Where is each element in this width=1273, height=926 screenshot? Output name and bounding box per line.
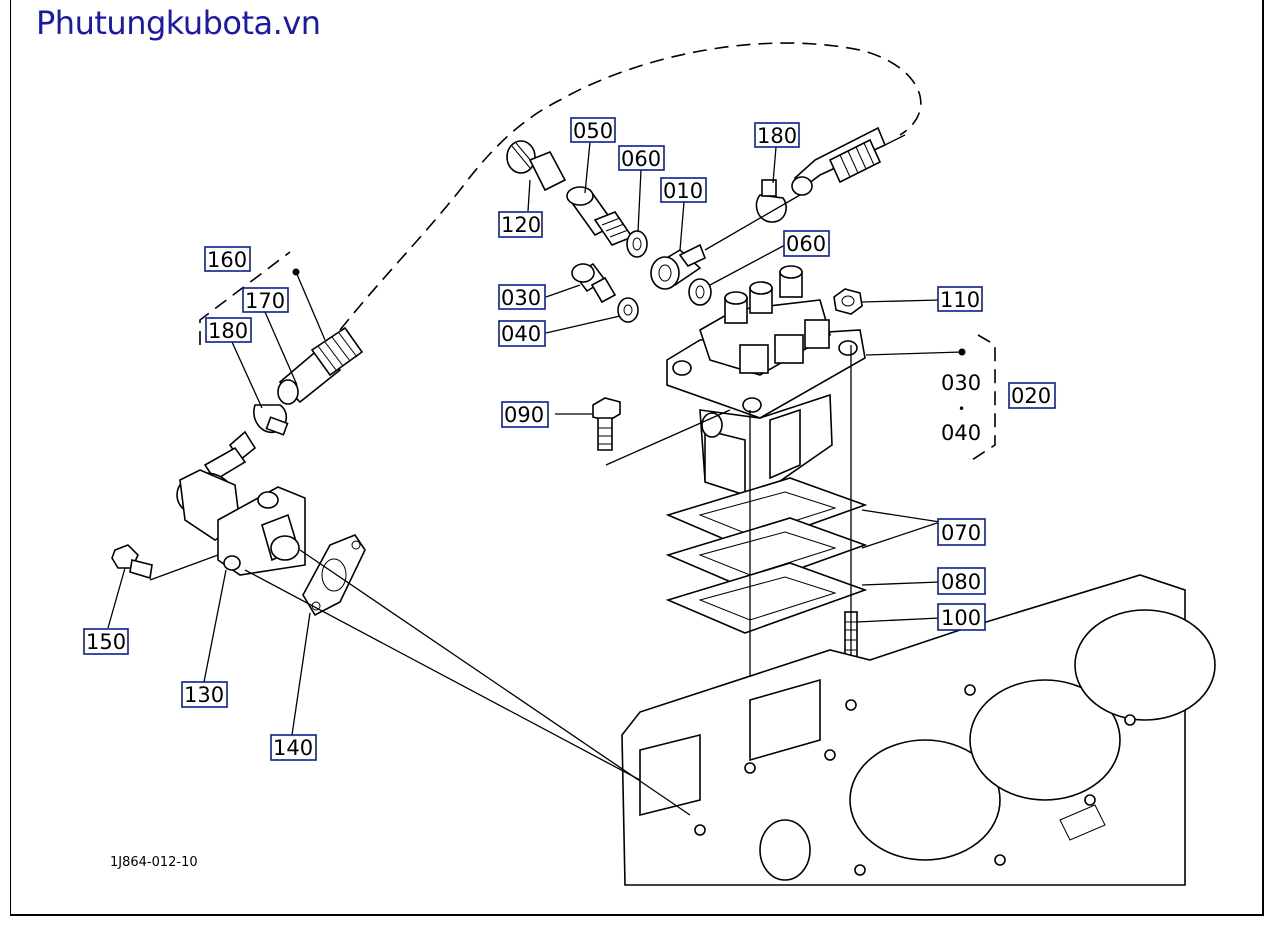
svg-text:070: 070 — [941, 521, 981, 545]
callout-100[interactable]: 100 — [937, 603, 986, 631]
group-020-bracket — [971, 334, 996, 461]
svg-text:010: 010 — [663, 179, 703, 203]
diagram-reference-code: 1J864-012-10 — [110, 855, 198, 870]
callout-090[interactable]: 090 — [501, 401, 549, 428]
svg-text:060: 060 — [786, 232, 826, 256]
svg-text:100: 100 — [941, 606, 981, 630]
svg-text:050: 050 — [573, 119, 613, 143]
hose-clip-upper — [704, 179, 801, 251]
washer-060-lower — [688, 278, 712, 306]
callout-120[interactable]: 120 — [498, 211, 543, 238]
callout-180-upper[interactable]: 180 — [754, 122, 800, 148]
callout-130[interactable]: 130 — [181, 681, 228, 708]
callout-170[interactable]: 170 — [242, 287, 289, 313]
hose-joint-010 — [650, 243, 707, 290]
svg-text:090: 090 — [504, 403, 544, 427]
group-160-bracket — [199, 251, 291, 345]
group-020-label-040: 040 — [941, 421, 981, 445]
svg-text:110: 110 — [940, 288, 980, 312]
callout-050[interactable]: 050 — [570, 117, 616, 143]
callout-010[interactable]: 010 — [660, 177, 707, 203]
throttle-cable — [339, 42, 922, 331]
svg-text:150: 150 — [86, 630, 126, 654]
svg-text:040: 040 — [501, 322, 541, 346]
svg-text:180: 180 — [208, 319, 248, 343]
solenoid-alignment-line — [299, 549, 691, 816]
site-brand[interactable]: Phutungkubota.vn — [36, 4, 321, 42]
cable-end-170 — [277, 326, 364, 405]
callout-060-upper[interactable]: 060 — [618, 145, 665, 171]
callout-070[interactable]: 070 — [937, 518, 986, 546]
callout-020[interactable]: 020 — [1008, 382, 1056, 409]
stop-solenoid-130 — [176, 430, 306, 576]
svg-text:030: 030 — [501, 286, 541, 310]
group-020-separator: • — [958, 402, 965, 416]
engine-crankcase — [621, 574, 1216, 886]
callout-040[interactable]: 040 — [498, 320, 546, 347]
hose-clip-lower — [253, 404, 289, 436]
shim-070-lower — [665, 517, 868, 589]
banjo-bolt-050 — [566, 186, 634, 246]
injection-pump-body — [666, 265, 866, 497]
group-020-marker — [958, 348, 966, 356]
washer-060-upper — [626, 230, 648, 258]
callout-150[interactable]: 150 — [83, 628, 129, 655]
gasket-080 — [665, 562, 868, 634]
svg-text:140: 140 — [273, 736, 313, 760]
group-020-label-030: 030 — [941, 371, 981, 395]
svg-text:020: 020 — [1011, 384, 1051, 408]
solenoid-alignment-line-2 — [244, 569, 641, 781]
bolt-090 — [592, 397, 731, 466]
leader-lines — [107, 141, 963, 736]
callout-160[interactable]: 160 — [204, 246, 251, 272]
svg-text:160: 160 — [207, 248, 247, 272]
svg-text:130: 130 — [184, 683, 224, 707]
diagram-frame — [10, 0, 1264, 916]
callout-060-lower[interactable]: 060 — [783, 230, 830, 257]
nut-110 — [833, 288, 863, 315]
callout-030[interactable]: 030 — [498, 284, 546, 310]
svg-text:080: 080 — [941, 570, 981, 594]
svg-text:060: 060 — [621, 147, 661, 171]
washer-040 — [617, 297, 639, 323]
callout-110[interactable]: 110 — [937, 286, 983, 312]
gasket-140 — [302, 534, 366, 617]
svg-text:120: 120 — [501, 213, 541, 237]
svg-text:170: 170 — [245, 289, 285, 313]
callout-180-lower[interactable]: 180 — [205, 317, 252, 343]
vent-screw-120 — [506, 140, 567, 192]
callout-140[interactable]: 140 — [270, 734, 317, 761]
svg-text:180: 180 — [757, 124, 797, 148]
callout-080[interactable]: 080 — [937, 567, 986, 595]
cable-end-upper — [791, 126, 906, 196]
bolt-030 — [571, 262, 617, 304]
shim-070-upper — [665, 477, 868, 549]
bolt-150 — [111, 544, 219, 581]
